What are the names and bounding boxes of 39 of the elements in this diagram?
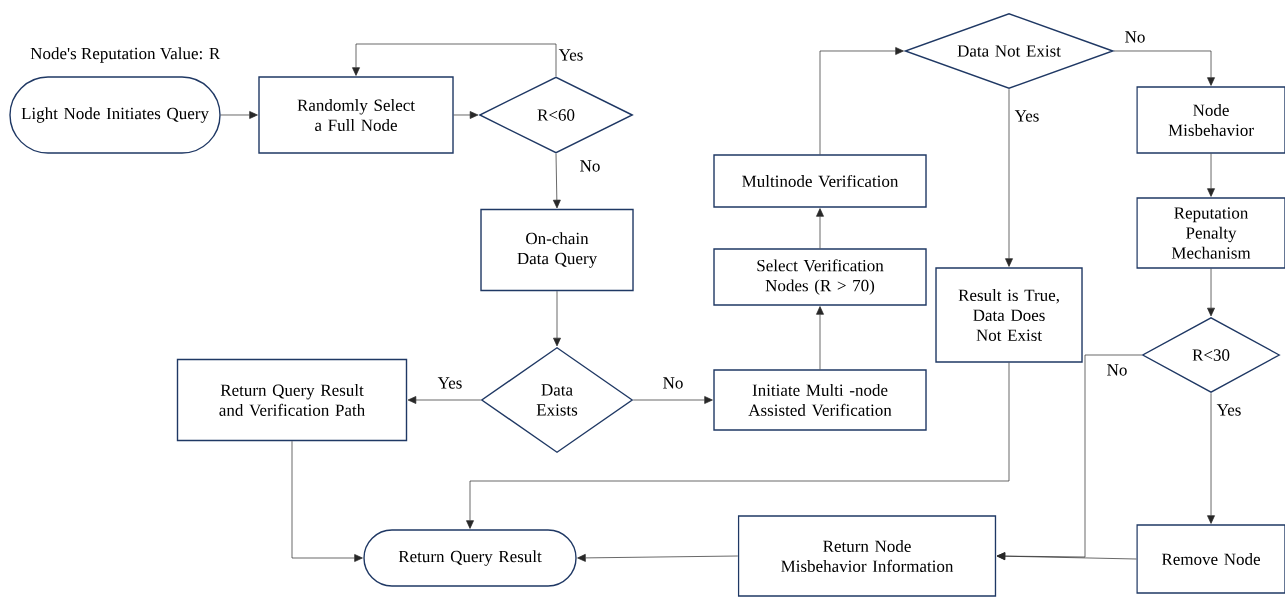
arrow bbox=[816, 208, 824, 249]
arrow bbox=[996, 552, 1137, 561]
arrow bbox=[552, 153, 561, 209]
arrow bbox=[816, 306, 824, 370]
edge-label: No bbox=[663, 377, 683, 389]
process-box: Return Query Result and Verification Path bbox=[176, 358, 408, 442]
edge-label: Yes bbox=[1014, 110, 1039, 122]
arrow bbox=[291, 440, 363, 562]
process-box: Remove Node bbox=[1136, 524, 1285, 594]
process-box: Node Misbehavior bbox=[1136, 86, 1285, 154]
process-box: Initiate Multi -node Assisted Verification bbox=[713, 369, 927, 431]
process-box: On-chain Data Query bbox=[480, 208, 634, 292]
arrow bbox=[632, 396, 713, 404]
arrow bbox=[352, 43, 557, 77]
edge-label: Yes bbox=[1216, 404, 1241, 416]
arrow bbox=[1113, 50, 1215, 86]
process-box: Randomly Select a Full Node bbox=[258, 76, 454, 154]
arrow bbox=[577, 554, 739, 562]
edge-label: No bbox=[1107, 364, 1127, 376]
process-box: Reputation Penalty Mechanism bbox=[1136, 197, 1285, 269]
arrow bbox=[466, 362, 1010, 529]
process-box: Result is True, Data Does Not Exist bbox=[935, 267, 1083, 363]
arrow bbox=[553, 290, 561, 347]
arrow bbox=[1005, 88, 1013, 267]
process-box: Multinode Verification bbox=[713, 154, 927, 208]
arrow bbox=[453, 111, 479, 119]
arrow bbox=[1207, 268, 1215, 317]
process-box: Return Node Misbehavior Information bbox=[737, 515, 997, 597]
legend-note: Node's Reputation Value: R bbox=[30, 47, 221, 63]
arrow bbox=[1207, 392, 1215, 524]
arrow bbox=[407, 396, 482, 404]
edge-label: No bbox=[580, 160, 600, 172]
edge-label: Yes bbox=[558, 49, 583, 61]
arrow bbox=[1207, 153, 1215, 197]
edge-label: No bbox=[1125, 31, 1145, 43]
arrow bbox=[819, 47, 904, 155]
arrow bbox=[220, 111, 258, 119]
edge-label: Yes bbox=[437, 377, 462, 389]
process-box: Select Verification Nodes (R > 70) bbox=[713, 248, 927, 306]
